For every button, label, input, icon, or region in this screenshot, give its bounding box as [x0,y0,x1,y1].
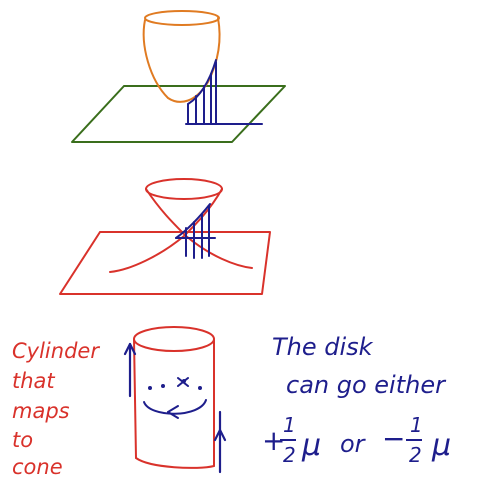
minus-mu: μ [431,428,451,463]
note-line-5: cone [12,455,63,479]
note-line-4: to [12,428,33,452]
minus-frac-den: 2 [409,443,422,467]
orange-paraboloid-rim [144,10,220,26]
plus-minus-mu: + 1 2 μ or − 1 2 μ [262,413,451,467]
cylinder-top [133,326,215,352]
disk-note-line-2: can go either [286,371,447,399]
navy-disk [143,399,207,419]
note-line-1: Cylinder [12,339,100,363]
green-plane [71,85,286,143]
plus-sign: + [262,424,285,457]
plus-frac-num: 1 [283,413,296,437]
navy-hatching-cone [175,203,216,259]
disk-note-line-1: The disk [272,333,374,361]
or-word: or [340,430,367,458]
minus-sign: − [382,422,405,455]
cylinder-note: Cylinder that maps to cone [12,339,100,479]
disk-note: The disk can go either [272,333,447,399]
note-line-3: maps [12,399,70,423]
red-cone-rim [145,178,223,200]
orange-paraboloid [142,17,221,103]
red-cone-right-edge [109,188,223,273]
red-plane [59,231,271,295]
red-cone-left-edge [145,188,253,269]
plus-mu: μ [301,428,321,463]
note-line-2: that [12,369,55,393]
cylinder-bottom [135,457,215,469]
figure-cylinder [123,326,227,474]
navy-dots [148,377,202,390]
plus-frac-den: 2 [283,443,296,467]
cylinder-left-side [133,338,137,459]
navy-side-arrows [123,342,227,474]
navy-hatching [185,59,263,125]
figure-cone [59,178,271,295]
minus-frac-num: 1 [410,413,423,437]
figure-paraboloid [71,10,286,143]
